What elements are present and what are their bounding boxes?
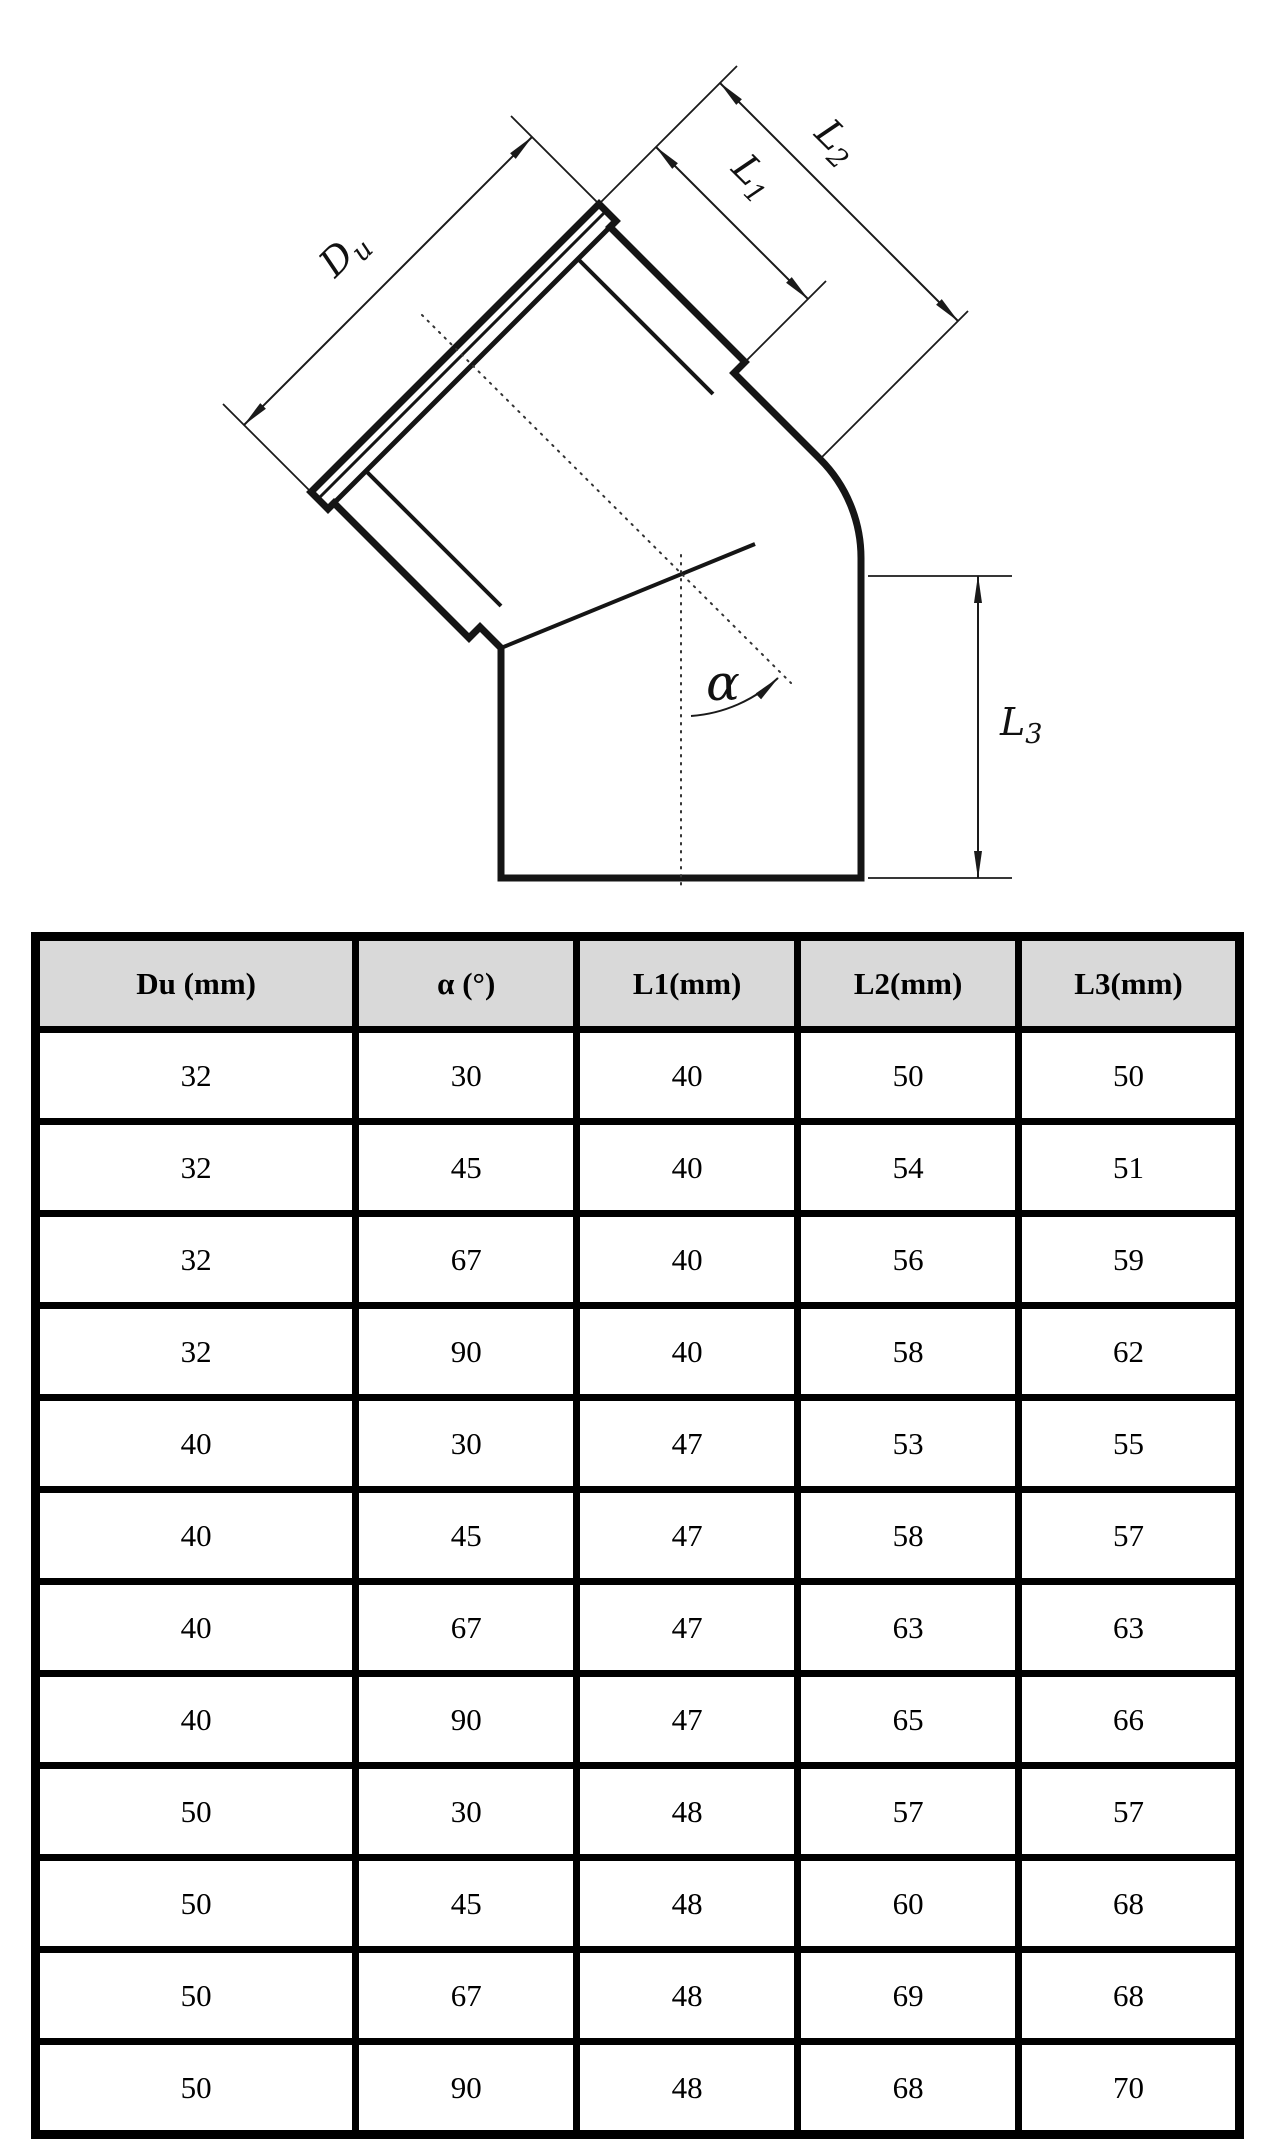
table-cell: 69: [794, 1946, 1023, 2045]
l1-label: L1: [719, 145, 785, 211]
extension-line-shoulder: [744, 280, 827, 363]
table-row: 50 45 48 60 68: [31, 1854, 1243, 1953]
table-cell: 40: [31, 1486, 360, 1585]
table-cell: 50: [1015, 1026, 1243, 1125]
col-header-l3: L3(mm): [1015, 933, 1243, 1033]
table-cell: 48: [573, 2038, 802, 2138]
table-cell: 40: [573, 1302, 802, 1401]
table-cell: 68: [1015, 1854, 1243, 1953]
table-cell: 63: [1015, 1578, 1243, 1677]
table-cell: 30: [352, 1394, 581, 1493]
table-cell: 62: [1015, 1302, 1243, 1401]
table-cell: 40: [31, 1670, 360, 1769]
table-cell: 67: [352, 1578, 581, 1677]
table-cell: 65: [794, 1670, 1023, 1769]
l2-dimension-line: [719, 82, 959, 322]
table-cell: 58: [794, 1302, 1023, 1401]
table-cell: 54: [794, 1118, 1023, 1217]
miter-joint-line: [500, 542, 756, 650]
table-cell: 45: [352, 1486, 581, 1585]
socket-bore-line-lower: [364, 469, 503, 608]
table-cell: 58: [794, 1486, 1023, 1585]
table-cell: 90: [352, 1302, 581, 1401]
table-row: 32 30 40 50 50: [31, 1026, 1243, 1125]
table-cell: 30: [352, 1026, 581, 1125]
extension-line-mouth-upper: [598, 65, 738, 205]
table-cell: 51: [1015, 1118, 1243, 1217]
table-cell: 48: [573, 1762, 802, 1861]
table-cell: 45: [352, 1854, 581, 1953]
col-header-alpha: α (°): [352, 933, 581, 1033]
table-cell: 32: [31, 1026, 360, 1125]
table-cell: 63: [794, 1578, 1023, 1677]
table-cell: 47: [573, 1394, 802, 1493]
dimension-table: Du (mm) α (°) L1(mm) L2(mm) L3(mm) 32 30…: [31, 932, 1244, 2139]
table-cell: 30: [352, 1762, 581, 1861]
col-header-l2: L2(mm): [794, 933, 1023, 1033]
table-row: 40 45 47 58 57: [31, 1486, 1243, 1585]
table-cell: 66: [1015, 1670, 1243, 1769]
elbow-body-outline: [306, 199, 865, 882]
table-row: 40 30 47 53 55: [31, 1394, 1243, 1493]
table-cell: 57: [1015, 1762, 1243, 1861]
pipe-elbow-drawing: Du L1 L2 L3 α: [0, 0, 1275, 910]
table-cell: 50: [794, 1026, 1023, 1125]
table-cell: 56: [794, 1210, 1023, 1309]
alpha-label: α: [706, 654, 740, 712]
table-cell: 40: [573, 1118, 802, 1217]
table-cell: 32: [31, 1210, 360, 1309]
table-cell: 50: [31, 2038, 360, 2138]
table-cell: 50: [31, 1762, 360, 1861]
table-cell: 47: [573, 1670, 802, 1769]
col-header-du: Du (mm): [31, 933, 360, 1033]
extension-line-du-lower: [222, 403, 312, 493]
du-label: Du: [310, 220, 380, 290]
table-row: 32 90 40 58 62: [31, 1302, 1243, 1401]
table-cell: 57: [1015, 1486, 1243, 1585]
table-cell: 68: [794, 2038, 1023, 2138]
table-row: 50 67 48 69 68: [31, 1946, 1243, 2045]
table-cell: 90: [352, 1670, 581, 1769]
col-header-l1: L1(mm): [573, 933, 802, 1033]
alpha-angle-arc: [690, 677, 779, 717]
table-cell: 90: [352, 2038, 581, 2138]
table-cell: 40: [573, 1210, 802, 1309]
table-cell: 45: [352, 1118, 581, 1217]
table-row: 50 30 48 57 57: [31, 1762, 1243, 1861]
table-cell: 59: [1015, 1210, 1243, 1309]
table-cell: 67: [352, 1210, 581, 1309]
table-cell: 50: [31, 1946, 360, 2045]
header-row: Du (mm) α (°) L1(mm) L2(mm) L3(mm): [31, 933, 1243, 1033]
table-cell: 55: [1015, 1394, 1243, 1493]
table-row: 32 45 40 54 51: [31, 1118, 1243, 1217]
table-cell: 32: [31, 1118, 360, 1217]
table-cell: 57: [794, 1762, 1023, 1861]
l2-label: L2: [802, 110, 868, 176]
table-row: 50 90 48 68 70: [31, 2038, 1243, 2138]
table-row: 40 90 47 65 66: [31, 1670, 1243, 1769]
table-cell: 70: [1015, 2038, 1243, 2138]
l3-label: L3: [999, 700, 1042, 750]
extension-line-du-upper: [510, 115, 600, 205]
table-cell: 47: [573, 1578, 802, 1677]
table-cell: 68: [1015, 1946, 1243, 2045]
table-cell: 60: [794, 1854, 1023, 1953]
du-dimension-line: [243, 136, 533, 426]
socket-bore-line-upper: [576, 257, 715, 396]
table-cell: 32: [31, 1302, 360, 1401]
table-cell: 40: [573, 1026, 802, 1125]
axis-centerline-45deg: [421, 314, 792, 684]
table-cell: 48: [573, 1854, 802, 1953]
table-row: 32 67 40 56 59: [31, 1210, 1243, 1309]
table-cell: 40: [31, 1578, 360, 1677]
table-cell: 47: [573, 1486, 802, 1585]
pipe-elbow-svg: Du L1 L2 L3 α: [222, 65, 1042, 892]
table-cell: 67: [352, 1946, 581, 2045]
table-cell: 48: [573, 1946, 802, 2045]
table-cell: 53: [794, 1394, 1023, 1493]
table-cell: 40: [31, 1394, 360, 1493]
extension-line-bend-start: [819, 310, 969, 460]
table-row: 40 67 47 63 63: [31, 1578, 1243, 1677]
table-cell: 50: [31, 1854, 360, 1953]
